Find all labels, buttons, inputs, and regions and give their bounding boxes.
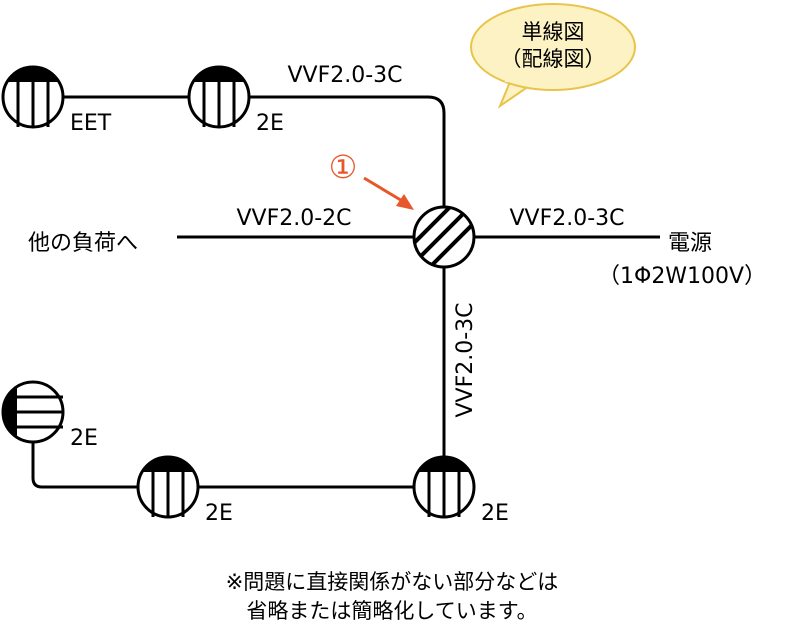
callout-arrow-icon	[396, 194, 414, 210]
power-label: 電源	[668, 231, 712, 256]
outlet-label-top-mid: 2E	[256, 111, 284, 136]
junction-box	[412, 205, 476, 269]
note-line-2: 省略または簡略化しています。	[246, 599, 537, 623]
power-spec: （1Φ2W100V）	[598, 264, 766, 289]
note-line-1: ※問題に直接関係がない部分などは	[226, 570, 559, 594]
wire-top-to-junction	[249, 95, 446, 207]
outlet-icon-lower-left	[1, 380, 65, 444]
outlet-icon-bottom-mid	[136, 455, 200, 519]
outlet-label-bottom-right: 2E	[481, 501, 509, 526]
wire-lower-left	[31, 442, 138, 489]
outlet-icon-top-left	[1, 65, 65, 129]
bubble-subtitle: （配線図）	[501, 47, 606, 71]
callout: ①	[329, 148, 414, 210]
outlet-icon-bottom-right	[412, 455, 476, 519]
cable-label-top: VVF2.0-3C	[287, 63, 402, 88]
outlet-icon-top-mid	[187, 65, 251, 129]
callout-number: ①	[329, 148, 358, 186]
outlet-label-lower-left: 2E	[70, 426, 98, 451]
wires	[31, 95, 660, 489]
cable-label-right: VVF2.0-3C	[509, 206, 624, 231]
speech-bubble: 単線図 （配線図）	[470, 3, 636, 109]
outlet-label-bottom-mid: 2E	[205, 501, 233, 526]
cable-label-vertical: VVF2.0-3C	[453, 302, 478, 417]
bubble-title: 単線図	[522, 20, 585, 44]
cable-label-left: VVF2.0-2C	[236, 206, 351, 231]
outlet-label-top-left: EET	[70, 111, 112, 136]
other-load-label: 他の負荷へ	[28, 231, 138, 256]
